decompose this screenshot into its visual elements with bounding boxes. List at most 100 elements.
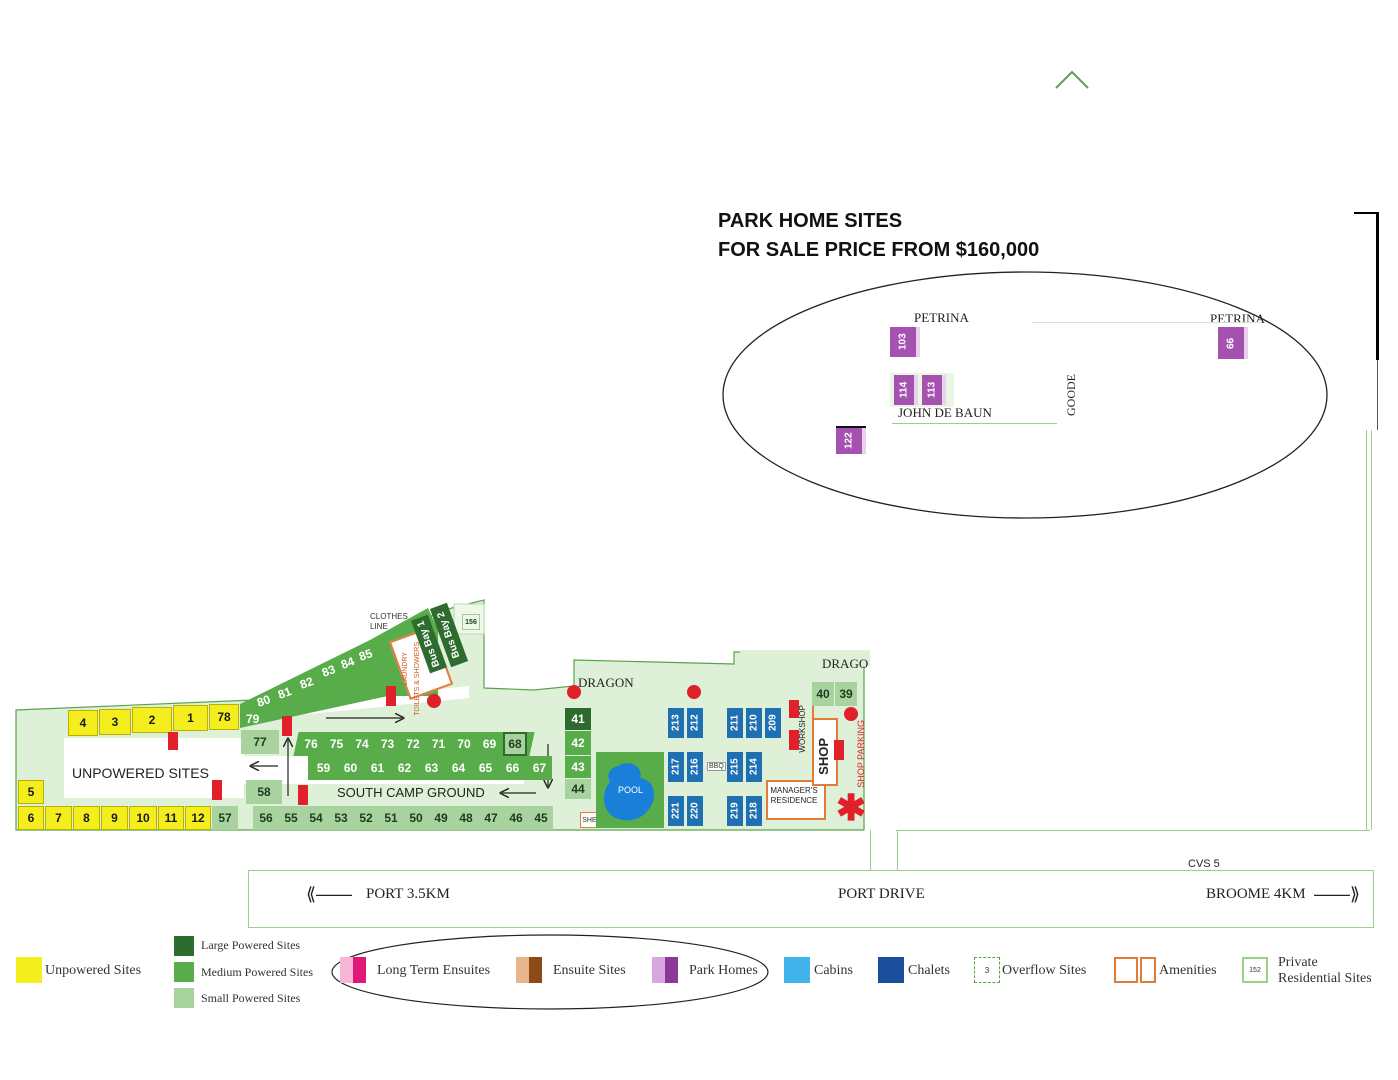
site-70[interactable]: 70 bbox=[452, 732, 476, 756]
site-57[interactable]: 57 bbox=[212, 806, 238, 830]
site-65[interactable]: 65 bbox=[473, 756, 498, 780]
shop-parking-label: SHOP PARKING bbox=[856, 720, 866, 788]
site-9[interactable]: 9 bbox=[101, 806, 128, 830]
site-67[interactable]: 67 bbox=[527, 756, 552, 780]
port-drive-road[interactable] bbox=[248, 870, 1374, 928]
site-62[interactable]: 62 bbox=[392, 756, 417, 780]
site-63[interactable]: 63 bbox=[419, 756, 444, 780]
site-58[interactable]: 58 bbox=[246, 780, 282, 804]
park-home-site-66[interactable]: 66 bbox=[1218, 327, 1248, 359]
site-39[interactable]: 39 bbox=[835, 682, 857, 706]
site-42[interactable]: 42 bbox=[565, 731, 591, 755]
toilets-label: TOILETS & SHOWERS bbox=[414, 642, 421, 716]
amenity-block bbox=[168, 732, 178, 750]
site-6[interactable]: 6 bbox=[18, 806, 44, 830]
site-10[interactable]: 10 bbox=[129, 806, 157, 830]
legend-cabins-label: Cabins bbox=[814, 963, 853, 978]
site-156[interactable]: 156 bbox=[462, 614, 480, 630]
legend-unpowered-swatch bbox=[16, 957, 42, 983]
laundry-label: LAUNDRY bbox=[402, 652, 409, 686]
site-53[interactable]: 53 bbox=[329, 806, 353, 830]
site-72[interactable]: 72 bbox=[401, 732, 425, 756]
legend-chalets-swatch bbox=[878, 957, 904, 983]
site-73[interactable]: 73 bbox=[375, 732, 400, 756]
site-77[interactable]: 77 bbox=[241, 730, 279, 754]
fire-point bbox=[427, 694, 441, 708]
site-76[interactable]: 76 bbox=[299, 732, 323, 756]
legend-unpowered-label: Unpowered Sites bbox=[45, 963, 142, 978]
bbq-label: BBQ bbox=[707, 762, 726, 771]
site-5[interactable]: 5 bbox=[18, 780, 44, 804]
legend-overflow-swatch: 3 bbox=[974, 957, 1000, 983]
street-petrina-left: PETRINA bbox=[914, 310, 969, 325]
site-221[interactable]: 221 bbox=[668, 796, 684, 826]
site-79[interactable]: 79 bbox=[246, 712, 260, 726]
legend-medium-swatch bbox=[174, 962, 194, 982]
site-75[interactable]: 75 bbox=[324, 732, 349, 756]
diagonal-sites-strip bbox=[240, 608, 438, 728]
legend-large-label: Large Powered Sites bbox=[201, 938, 301, 952]
site-220[interactable]: 220 bbox=[687, 796, 703, 826]
site-41[interactable]: 41 bbox=[565, 708, 591, 730]
site-211[interactable]: 211 bbox=[727, 708, 743, 738]
site-51[interactable]: 51 bbox=[379, 806, 403, 830]
south-camp-ground-label: SOUTH CAMP GROUND bbox=[337, 785, 485, 800]
site-11[interactable]: 11 bbox=[158, 806, 184, 830]
site-47[interactable]: 47 bbox=[479, 806, 503, 830]
street-john-de-baun: JOHN DE BAUN bbox=[898, 405, 992, 420]
site-40[interactable]: 40 bbox=[812, 682, 834, 706]
site-69[interactable]: 69 bbox=[477, 732, 502, 756]
site-2[interactable]: 2 bbox=[132, 707, 172, 733]
site-71[interactable]: 71 bbox=[426, 732, 451, 756]
park-home-site-103[interactable]: 103 bbox=[890, 327, 920, 357]
site-55[interactable]: 55 bbox=[279, 806, 303, 830]
legend-private-label-1: Private bbox=[1278, 955, 1318, 970]
site-215[interactable]: 215 bbox=[727, 752, 743, 782]
site-44[interactable]: 44 bbox=[565, 779, 591, 799]
legend-private-swatch: 152 bbox=[1242, 957, 1268, 983]
park-home-site-122[interactable]: 122 bbox=[836, 428, 866, 454]
site-3[interactable]: 3 bbox=[99, 709, 131, 735]
legend-cabins-swatch bbox=[784, 957, 810, 983]
managers-box bbox=[766, 780, 826, 820]
site-46[interactable]: 46 bbox=[504, 806, 528, 830]
site-56[interactable]: 56 bbox=[254, 806, 278, 830]
site-60[interactable]: 60 bbox=[338, 756, 363, 780]
park-home-site-113[interactable]: 113 bbox=[922, 375, 946, 405]
site-52[interactable]: 52 bbox=[354, 806, 378, 830]
site-68[interactable]: 68 bbox=[503, 732, 527, 756]
site-48[interactable]: 48 bbox=[454, 806, 478, 830]
legend-ensuite-swatch bbox=[516, 957, 542, 983]
site-49[interactable]: 49 bbox=[429, 806, 453, 830]
site-7[interactable]: 7 bbox=[45, 806, 72, 830]
port-drive-label: PORT DRIVE bbox=[838, 886, 925, 902]
site-1[interactable]: 1 bbox=[173, 705, 208, 731]
site-78[interactable]: 78 bbox=[209, 704, 239, 730]
site-54[interactable]: 54 bbox=[304, 806, 328, 830]
site-66[interactable]: 66 bbox=[500, 756, 525, 780]
site-50[interactable]: 50 bbox=[404, 806, 428, 830]
boundary-bottom bbox=[896, 830, 1370, 831]
amenity-block bbox=[386, 686, 396, 706]
site-64[interactable]: 64 bbox=[446, 756, 471, 780]
site-12[interactable]: 12 bbox=[185, 806, 211, 830]
site-210[interactable]: 210 bbox=[746, 708, 762, 738]
legend-highlight-ellipse bbox=[331, 934, 769, 1010]
site-43[interactable]: 43 bbox=[565, 756, 591, 778]
park-home-site-114[interactable]: 114 bbox=[894, 375, 918, 405]
site-218[interactable]: 218 bbox=[746, 796, 762, 826]
site-59[interactable]: 59 bbox=[311, 756, 336, 780]
legend-private-number: 152 bbox=[1249, 966, 1261, 974]
site-217[interactable]: 217 bbox=[668, 752, 684, 782]
site-212[interactable]: 212 bbox=[687, 708, 703, 738]
site-213[interactable]: 213 bbox=[668, 708, 684, 738]
site-45[interactable]: 45 bbox=[529, 806, 553, 830]
site-8[interactable]: 8 bbox=[73, 806, 100, 830]
site-214[interactable]: 214 bbox=[746, 752, 762, 782]
site-4[interactable]: 4 bbox=[68, 710, 98, 736]
site-74[interactable]: 74 bbox=[350, 732, 374, 756]
legend-chalets-label: Chalets bbox=[908, 963, 950, 978]
site-216[interactable]: 216 bbox=[687, 752, 703, 782]
site-219[interactable]: 219 bbox=[727, 796, 743, 826]
site-61[interactable]: 61 bbox=[365, 756, 390, 780]
